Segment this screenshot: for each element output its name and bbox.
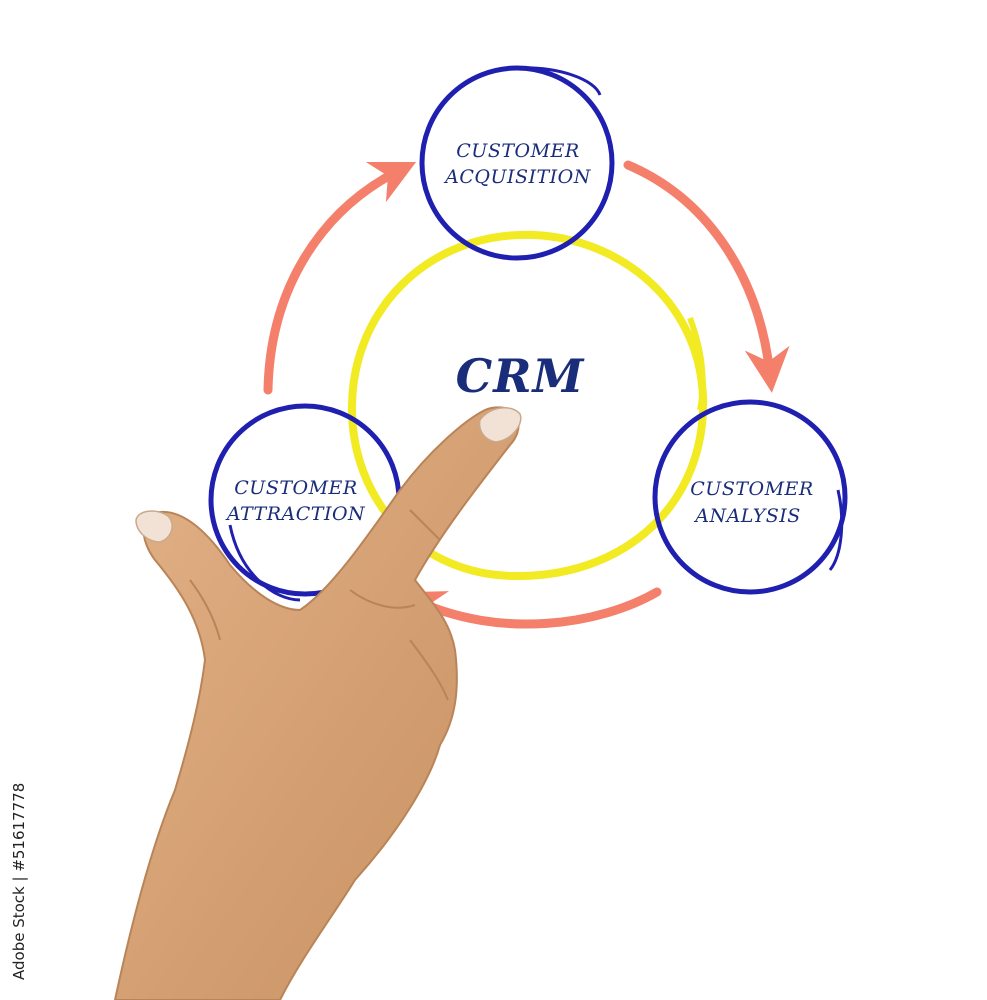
node-ring-acquisition bbox=[419, 65, 615, 261]
node-attraction-line2: ATTRACTION bbox=[225, 503, 366, 525]
node-attraction-line1: CUSTOMER bbox=[234, 477, 357, 499]
hand-shape bbox=[113, 406, 520, 1000]
crm-center-ring bbox=[347, 230, 708, 581]
stock-watermark: Adobe Stock | #51617778 bbox=[10, 782, 28, 980]
node-ring-analysis bbox=[652, 399, 848, 595]
finger-crease-1 bbox=[409, 509, 441, 541]
arrow-analysis-to-attraction bbox=[398, 587, 662, 632]
node-analysis-line2: ANALYSIS bbox=[693, 505, 801, 527]
thumb-crease bbox=[189, 579, 221, 641]
node-acquisition-line1: CUSTOMER bbox=[456, 140, 579, 162]
node-ring-acquisition-tail bbox=[514, 66, 602, 96]
arrow-attraction-to-acquisition bbox=[263, 161, 417, 395]
arrow-acquisition-to-analysis bbox=[623, 160, 790, 393]
finger-crease-2 bbox=[349, 589, 416, 609]
node-analysis-line1: CUSTOMER bbox=[690, 478, 813, 500]
index-fingernail bbox=[478, 407, 522, 443]
node-ring-attraction-tail bbox=[228, 524, 301, 602]
knuckle-line bbox=[409, 639, 449, 701]
thumb-nail bbox=[135, 510, 173, 543]
node-acquisition-line2: ACQUISITION bbox=[443, 166, 592, 188]
crm-center-label: CRM bbox=[456, 349, 586, 403]
pointing-hand-image bbox=[113, 406, 522, 1000]
crm-center-ring-stroke bbox=[687, 316, 706, 411]
node-ring-analysis-tail bbox=[828, 489, 844, 571]
